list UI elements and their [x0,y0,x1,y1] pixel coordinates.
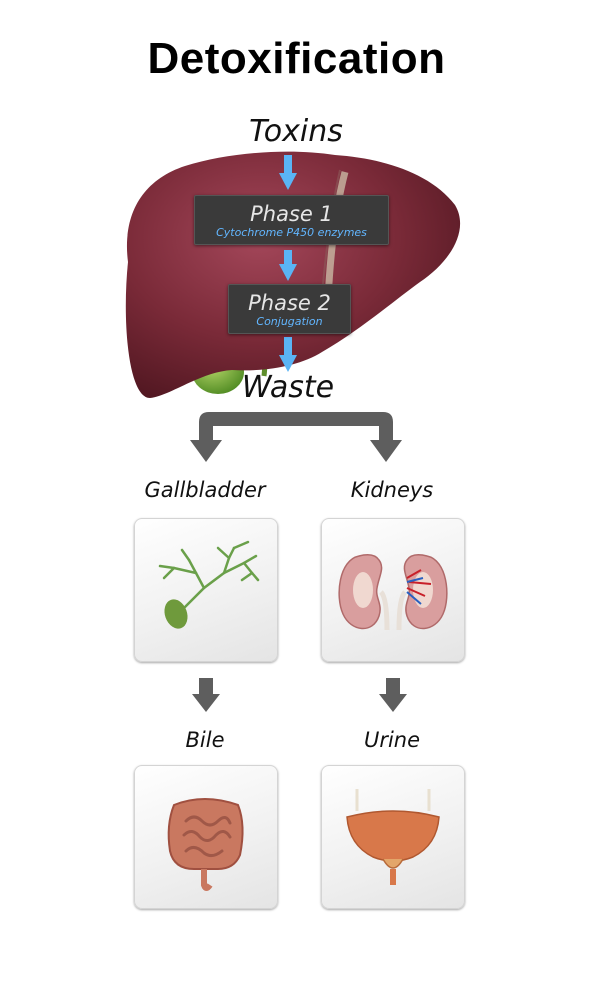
bile-label: Bile [185,728,225,752]
arrow-gallbladder-to-bile [192,678,220,712]
kidneys-label: Kidneys [350,478,434,502]
blue-flow-arrows [279,155,297,372]
gallbladder-tile [134,518,278,662]
urine-label: Urine [363,728,421,752]
bladder-icon [346,789,440,885]
gallbladder-label: Gallbladder [144,478,266,502]
kidneys-icon [338,554,448,631]
phase-1-subtitle: Cytochrome P450 enzymes [216,226,367,239]
kidneys-tile [321,518,465,662]
toxins-label: Toxins [249,114,343,149]
phase-2-title: Phase 2 [248,291,331,315]
phase-1-title: Phase 1 [250,202,333,226]
phase-2-box: Phase 2 Conjugation [228,284,351,334]
intestines-icon [167,798,244,891]
waste-label: Waste [241,370,335,405]
intestines-tile [134,765,278,909]
phase-2-subtitle: Conjugation [256,315,323,328]
phase-1-box: Phase 1 Cytochrome P450 enzymes [194,195,389,245]
diagram-title: Detoxification [147,34,446,83]
arrow-kidneys-to-urine [379,678,407,712]
biliary-tree-icon [158,540,260,629]
branch-connector [190,412,402,462]
bladder-tile [321,765,465,909]
